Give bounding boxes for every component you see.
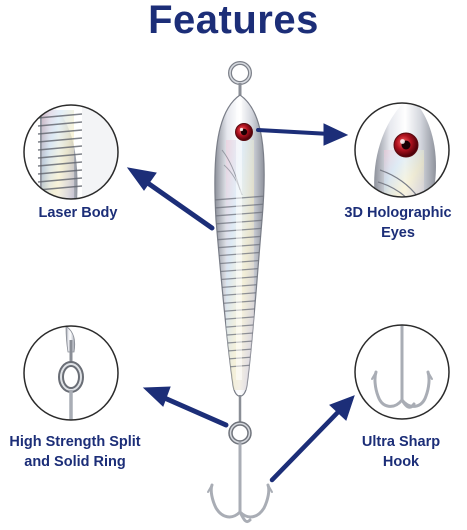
feature-label-ring-line2: and Solid Ring	[24, 454, 126, 470]
arrow-hook	[269, 395, 355, 483]
arrow-ring	[142, 386, 229, 428]
feature-label-ring: High Strength Split and Solid Ring	[0, 432, 150, 472]
detail-circle-ring	[23, 325, 119, 421]
lure-treble-hook	[207, 441, 273, 524]
feature-label-ring-line1: High Strength Split	[9, 434, 141, 450]
lure-split-ring	[228, 395, 252, 445]
feature-label-eyes-line2: Eyes	[381, 225, 415, 241]
feature-label-hook: Ultra Sharp Hook	[342, 432, 460, 472]
feature-label-laser-body-line1: Laser Body	[38, 205, 118, 221]
detail-circle-laser-body	[23, 104, 119, 200]
feature-label-laser-body: Laser Body	[16, 203, 140, 223]
detail-circle-hook	[354, 324, 450, 420]
feature-label-eyes-line1: 3D Holographic	[344, 205, 452, 221]
lure-body	[214, 94, 265, 397]
arrow-laser-body	[126, 167, 215, 231]
feature-label-eyes: 3D Holographic Eyes	[330, 203, 466, 243]
lure-top-ring	[228, 61, 252, 97]
page-title: Features	[148, 0, 319, 42]
feature-label-hook-line2: Hook	[382, 454, 420, 470]
detail-circle-eyes	[354, 102, 450, 198]
feature-label-hook-line1: Ultra Sharp	[361, 434, 441, 450]
arrow-eyes	[256, 123, 349, 146]
